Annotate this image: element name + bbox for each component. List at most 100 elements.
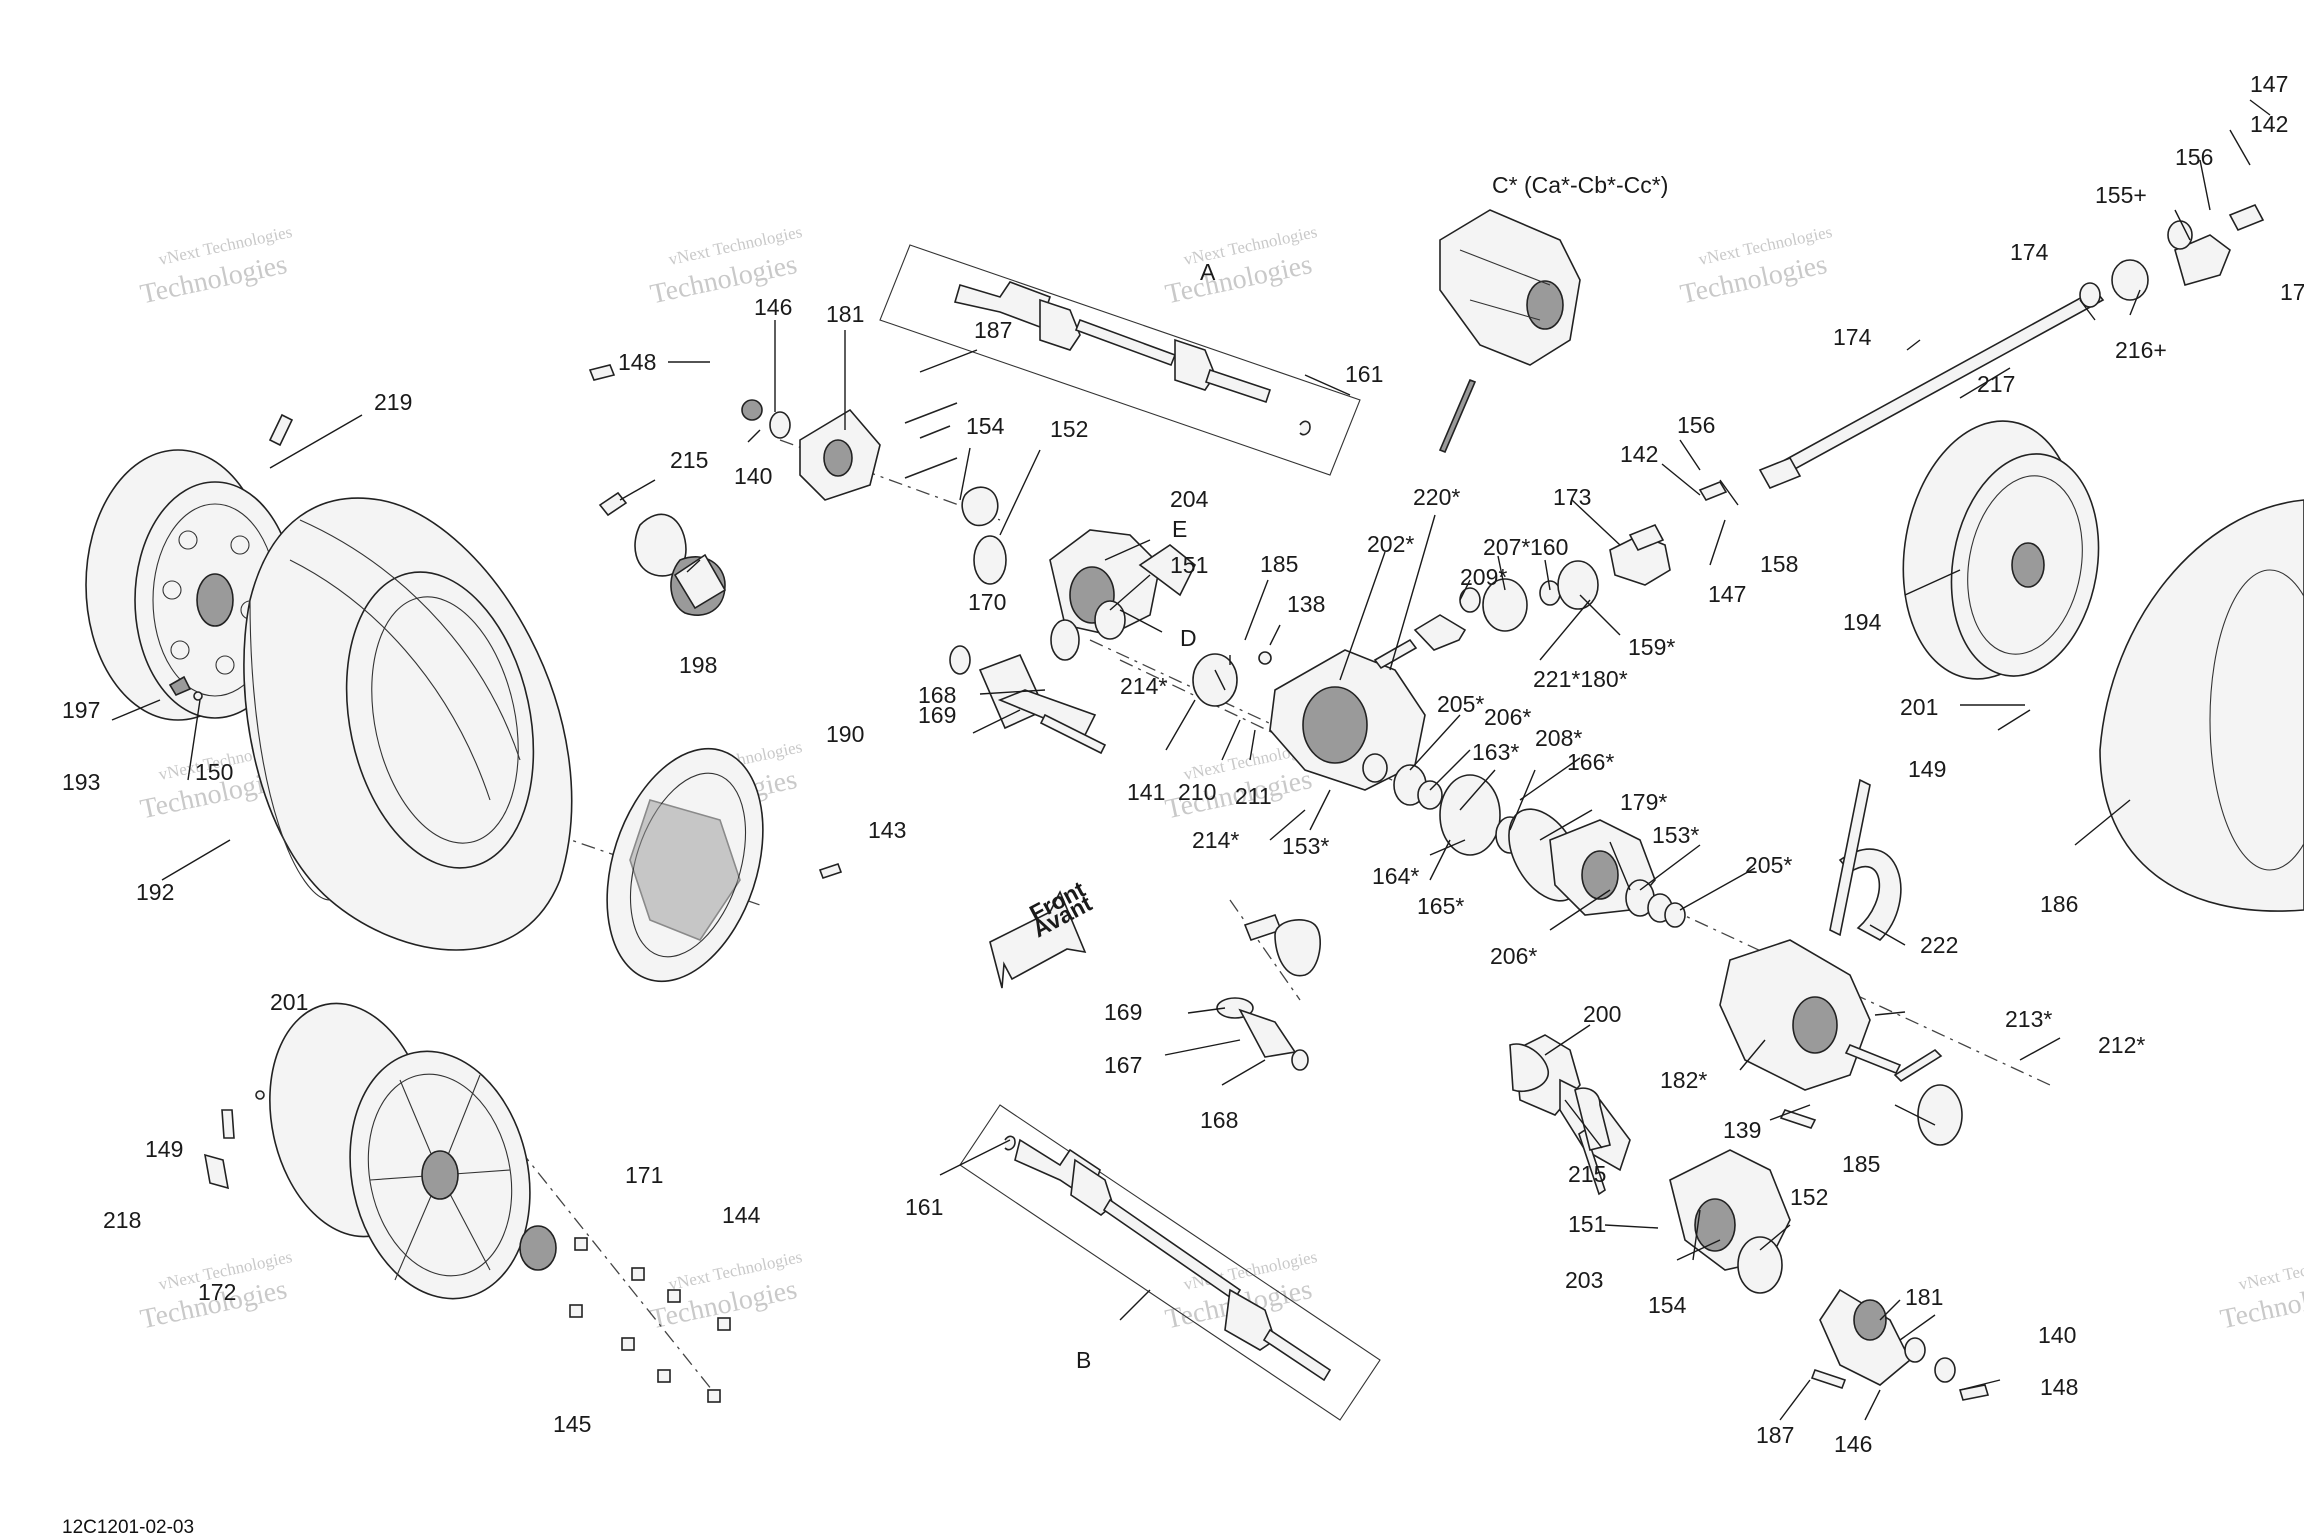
callout-168: 168 (918, 682, 956, 708)
callout-205-upper: 205* (1437, 691, 1484, 717)
callout-217: 217 (1977, 371, 2015, 397)
lug-nuts (569, 1237, 731, 1403)
callout-139: 139 (1723, 1117, 1761, 1143)
callout-216: 216+ (2115, 337, 2167, 363)
callout-193: 193 (62, 769, 100, 795)
assembly-label-a: A (1200, 259, 1216, 285)
callout-179: 179* (1620, 789, 1667, 815)
callout-212: 212* (2098, 1032, 2145, 1058)
center-gear-assembly (1192, 534, 1686, 928)
callout-169-lower: 169 (1104, 999, 1142, 1025)
callout-150: 150 (195, 759, 233, 785)
callout-210: 210 (1178, 779, 1216, 805)
callout-140-lower: 140 (2038, 1322, 2076, 1348)
callout-194: 194 (1843, 609, 1882, 635)
callout-187-lower: 187 (1756, 1422, 1794, 1448)
callout-168-lower: 168 (1200, 1107, 1238, 1133)
callout-209: 209* (1460, 564, 1507, 590)
belt-222 (1829, 778, 1902, 941)
callout-214-lower: 214* (1192, 827, 1239, 853)
callout-154-lower: 154 (1648, 1292, 1687, 1318)
callout-219: 219 (374, 389, 412, 415)
callout-174-right: 174 (2010, 239, 2049, 265)
rear-diff-housing (1719, 939, 1963, 1146)
callout-206-upper: 206* (1484, 704, 1531, 730)
assembly-label-d: D (1180, 625, 1197, 651)
beadlock-ring (606, 747, 843, 983)
callout-147: 147 (1708, 581, 1746, 607)
callout-192: 192 (136, 879, 174, 905)
callout-222: 222 (1920, 932, 1958, 958)
tire-rear-right (2099, 499, 2304, 912)
callout-202: 202* (1367, 531, 1414, 557)
callout-146-lower: 146 (1834, 1431, 1872, 1457)
callout-182: 182* (1660, 1067, 1707, 1093)
callout-181-lower: 181 (1905, 1284, 1943, 1310)
rim-rear-right (1902, 420, 2100, 680)
callout-153-right: 153* (1652, 822, 1699, 848)
callout-144: 144 (722, 1202, 761, 1228)
callout-166: 166* (1567, 749, 1614, 775)
callout-206-lower: 206* (1490, 943, 1537, 969)
callout-146: 146 (754, 294, 792, 320)
callout-156-right: 156 (2175, 144, 2213, 170)
callout-142-right: 142 (2250, 111, 2288, 137)
callout-154: 154 (966, 413, 1005, 439)
callout-187: 187 (974, 317, 1012, 343)
callout-151: 151 (1170, 552, 1208, 578)
front-left-hub-assembly (588, 364, 1197, 640)
callout-181: 181 (826, 301, 864, 327)
callout-153-left: 153* (1282, 833, 1329, 859)
callout-148: 148 (618, 349, 656, 375)
callout-138: 138 (1287, 591, 1325, 617)
prop-shaft (1628, 203, 2265, 552)
callout-161-lower: 161 (905, 1194, 943, 1220)
callout-148-lower: 148 (2040, 1374, 2078, 1400)
callout-207: 207* (1483, 534, 1530, 560)
callout-169: 169 (918, 702, 956, 728)
front-direction-arrow: Front Avant (989, 876, 1096, 989)
callout-145: 145 (553, 1411, 591, 1437)
callout-185-lower: 185 (1842, 1151, 1880, 1177)
callout-142: 142 (1620, 441, 1658, 467)
assembly-label-e: E (1172, 516, 1187, 542)
callout-214-upper: 214* (1120, 673, 1167, 699)
callout-215-lower: 215 (1568, 1161, 1606, 1187)
callout-197: 197 (62, 697, 100, 723)
assembly-label-c: C* (Ca*-Cb*-Cc*) (1492, 172, 1668, 198)
callout-161: 161 (1345, 361, 1383, 387)
callout-152: 152 (1050, 416, 1088, 442)
callout-152-lower: 152 (1790, 1184, 1828, 1210)
front-cv-boot (673, 553, 1107, 755)
callout-218: 218 (103, 1207, 141, 1233)
callout-211: 211 (1235, 783, 1272, 809)
callout-201-right: 201 (1900, 694, 1938, 720)
callout-185: 185 (1260, 551, 1298, 577)
callout-186: 186 (2040, 891, 2078, 917)
callout-173: 173 (1553, 484, 1591, 510)
callout-158: 158 (1760, 551, 1798, 577)
callout-labels: 219 197 193 150 192 148 146 181 140 215 … (62, 71, 2304, 1457)
diagram-code: 12C1201-02-03 (62, 1517, 194, 1536)
callout-143: 143 (868, 817, 906, 843)
callout-170: 170 (968, 589, 1006, 615)
tire-front-left (243, 497, 573, 951)
assembly-label-b: B (1076, 1347, 1091, 1373)
callout-149-right: 149 (1908, 756, 1946, 782)
callout-17x: 17 (2280, 279, 2304, 305)
callout-205-lower: 205* (1745, 852, 1792, 878)
callout-149: 149 (145, 1136, 183, 1162)
callout-221-180: 221*180* (1533, 666, 1628, 692)
callout-198: 198 (679, 652, 717, 678)
drive-shaft-b (959, 1104, 1381, 1421)
callout-200: 200 (1583, 1001, 1621, 1027)
valve-stem (168, 413, 294, 701)
callout-174-left: 174 (1833, 324, 1872, 350)
differential-c (1438, 209, 1581, 454)
callout-171: 171 (625, 1162, 663, 1188)
callout-155: 155+ (2095, 182, 2147, 208)
callout-208: 208* (1535, 725, 1582, 751)
valve-parts-bottom (203, 1090, 265, 1190)
callout-213: 213* (2005, 1006, 2052, 1032)
callout-159: 159* (1628, 634, 1675, 660)
